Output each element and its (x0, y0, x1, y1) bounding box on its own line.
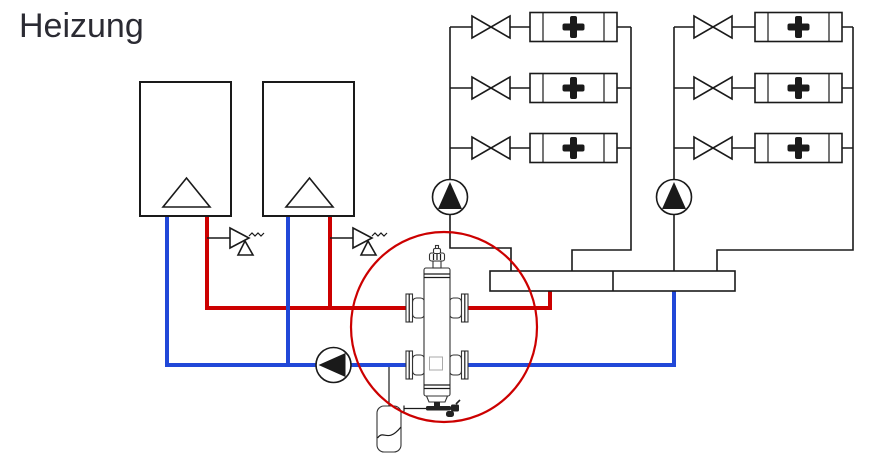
supply-pipe-red (205, 216, 552, 310)
valve-icon (693, 14, 733, 40)
valve-icon (471, 135, 511, 161)
radiator (754, 132, 843, 164)
spring-icon (248, 232, 265, 237)
expansion-vessel (376, 405, 402, 453)
membrane-line (377, 426, 402, 439)
burner-icon (284, 176, 335, 208)
safety-valve-icon (352, 226, 374, 250)
safety-valve-2 (352, 226, 388, 256)
red-highlight-circle (349, 230, 539, 424)
valve-icon (693, 75, 733, 101)
safety-valve-1 (229, 226, 265, 256)
pump-icon (438, 182, 462, 209)
separator-flange (405, 293, 426, 323)
separator-flange (405, 350, 426, 380)
pump-icon (318, 353, 346, 377)
safety-valve-icon (229, 226, 251, 250)
circuit-pump-1 (431, 178, 469, 216)
page-title: Heizung (19, 7, 144, 45)
valve-icon (471, 75, 511, 101)
radiator (529, 132, 618, 164)
valve-icon (693, 135, 733, 161)
separator-flange (448, 293, 469, 323)
boiler-1 (139, 81, 232, 217)
return-pump (315, 346, 352, 384)
radiator (529, 11, 618, 43)
burner-icon (161, 176, 212, 208)
circuit-pump-2 (655, 178, 693, 216)
hydraulic-separator (403, 244, 469, 417)
air-vent-icon (428, 244, 446, 269)
radiator (754, 72, 843, 104)
valve-icon (471, 14, 511, 40)
circuit-group-1 (471, 11, 618, 164)
separator-body (423, 267, 451, 397)
drain-valve-icon (403, 395, 461, 417)
radiator (754, 11, 843, 43)
radiator (529, 72, 618, 104)
pump-icon (662, 182, 686, 209)
spring-icon (371, 232, 388, 237)
boiler-2 (262, 81, 355, 217)
circuit-group-2 (693, 11, 843, 164)
separator-flange (448, 350, 469, 380)
distribution-manifold (489, 270, 736, 292)
